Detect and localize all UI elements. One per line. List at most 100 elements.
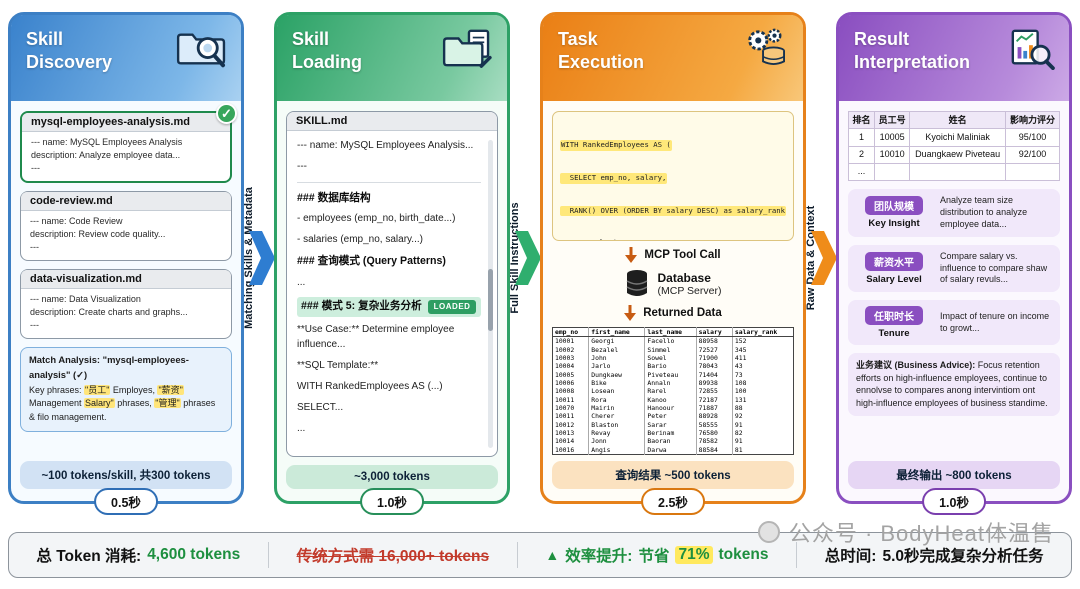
meta-line: description: Review code quality...	[30, 229, 166, 240]
skill-card-meta: --- name: MySQL Employees Analysis descr…	[22, 132, 230, 181]
insight-text: Impact of tenure on income to growt...	[940, 310, 1050, 333]
table-cell: Kyoichi Maliniak	[909, 128, 1006, 147]
panel-title-line1: Task	[557, 29, 598, 49]
sql-query-box: WITH RankedEmployees AS ( SELECT emp_no,…	[551, 111, 795, 242]
table-cell: Piveteau	[644, 370, 697, 380]
efficiency-percent: 71%	[675, 546, 713, 564]
task-execution-body: WITH RankedEmployees AS ( SELECT emp_no,…	[543, 101, 803, 501]
table-cell: John	[588, 354, 645, 363]
table-cell: 345	[731, 345, 794, 355]
mcp-tool-call-step: MCP Tool Call	[552, 247, 794, 264]
table-cell: Berinam	[644, 429, 697, 438]
table-cell: first_name	[588, 327, 645, 338]
panel-title: Skill Discovery	[26, 28, 112, 75]
table-cell: Losean	[588, 387, 645, 396]
insight-text: Analyze team size distribution to analyz…	[940, 195, 1028, 229]
arrow-loading-to-execution: Full Skill Instructions	[509, 12, 541, 504]
table-cell: 73	[731, 370, 794, 380]
scrollbar-thumb[interactable]	[487, 269, 493, 332]
table-cell: 411	[731, 354, 794, 363]
workflow-diagram: Skill Discovery ✓ mysql-employees-analys…	[8, 12, 1073, 515]
table-cell: 72527	[695, 345, 733, 355]
timing-badge: 2.5秒	[641, 488, 705, 515]
meta-line: ---	[30, 242, 39, 253]
table-cell: 10003	[554, 354, 575, 363]
table-cell: 10014	[554, 437, 575, 446]
total-token-value: 4,600 tokens	[147, 546, 241, 563]
skill-md-content: --- name: MySQL Employees Analysis... --…	[287, 131, 497, 444]
database-labels: Database (MCP Server)	[658, 271, 722, 297]
table-cell: Georgi	[588, 336, 645, 346]
table-cell: 58555	[695, 420, 733, 430]
database-icon	[626, 270, 647, 297]
task-execution-header: Task Execution	[542, 15, 804, 101]
table-cell: 43	[731, 362, 794, 371]
table-cell: 89938	[695, 379, 733, 388]
table-cell: 92/100	[1004, 145, 1061, 164]
watermark-text: 公众号 · BodyHeat体温售	[788, 521, 1054, 546]
table-cell: Facello	[644, 336, 697, 346]
table-cell: Sarar	[644, 420, 697, 430]
table-cell: Simmel	[644, 345, 697, 355]
meta-line: description: Analyze employee data...	[31, 150, 181, 161]
table-cell: 10011	[554, 395, 575, 404]
table-cell: 88928	[695, 412, 733, 421]
insight-tag: 团队规模	[865, 196, 924, 216]
divider	[267, 542, 270, 568]
insight-tag: 薪资水平	[865, 251, 924, 271]
table-cell: 72187	[695, 395, 733, 405]
table-cell: 71887	[695, 404, 733, 413]
sql-line: RANK() OVER (ORDER BY salary DESC) as sa…	[559, 205, 787, 217]
database-subtitle: (MCP Server)	[657, 285, 722, 298]
table-cell: Mairin	[588, 404, 645, 413]
code-line: WITH RankedEmployees AS (...)	[296, 380, 443, 392]
panel-skill-loading: Skill Loading SKILL.md --- name: MySQL E…	[273, 12, 510, 515]
table-cell: Dungkaew	[588, 370, 645, 380]
table-cell: Bike	[588, 379, 645, 388]
table-cell: 10070	[554, 404, 575, 413]
insight-left: 团队规模 Key Insight	[855, 196, 933, 229]
match-highlight: "管理"	[154, 398, 181, 409]
insight-card-team-size: 团队规模 Key Insight Analyze team size distr…	[848, 189, 1061, 237]
token-count-pill: 查询结果 ~500 tokens	[551, 461, 795, 489]
table-cell: 92	[731, 412, 794, 421]
table-cell: 10006	[554, 379, 575, 388]
skill-md-file-window: SKILL.md --- name: MySQL Employees Analy…	[285, 111, 498, 457]
table-cell: Revay	[588, 429, 645, 438]
insight-tag: 任职时长	[865, 306, 924, 326]
timing-badge: 1.0秒	[922, 488, 986, 515]
table-header-row: 排名员工号姓名影响力评分	[848, 110, 1061, 130]
total-token-label: 总 Token 消耗:	[36, 548, 142, 565]
arrow-execution-to-interpretation: Raw Data & Context	[805, 12, 838, 504]
code-line: ---	[296, 161, 307, 172]
table-cell: 10005	[874, 128, 911, 147]
table-cell: 2	[848, 145, 876, 164]
match-highlight: "员工"	[84, 384, 111, 395]
match-analysis-title: Match Analysis: "mysql-employees-analysi…	[29, 354, 189, 380]
table-cell: Rarel	[644, 387, 697, 396]
skill-card-meta: --- name: Code Review description: Revie…	[21, 211, 231, 260]
panel-title: Result Interpretation	[854, 28, 970, 75]
meta-line: ---	[30, 320, 39, 331]
table-cell: 10008	[554, 387, 575, 396]
skill-loading-body: SKILL.md --- name: MySQL Employees Analy…	[277, 101, 507, 501]
folder-search-icon	[175, 28, 229, 75]
skill-card-mysql-employees: ✓ mysql-employees-analysis.md --- name: …	[20, 103, 237, 184]
timing-badge: 0.5秒	[94, 488, 158, 515]
panel-task-execution: Task Execution WITH RankedEmployees AS (	[539, 12, 807, 515]
match-analysis-box: Match Analysis: "mysql-employees-analysi…	[20, 347, 232, 433]
arrow-discovery-to-loading: Matching Skills & Metadata	[243, 12, 275, 504]
meta-line: --- name: Data Visualization	[30, 294, 141, 305]
scrollbar[interactable]	[487, 140, 493, 448]
table-cell: Baoran	[644, 437, 697, 446]
skill-md-filename: SKILL.md	[286, 112, 497, 131]
